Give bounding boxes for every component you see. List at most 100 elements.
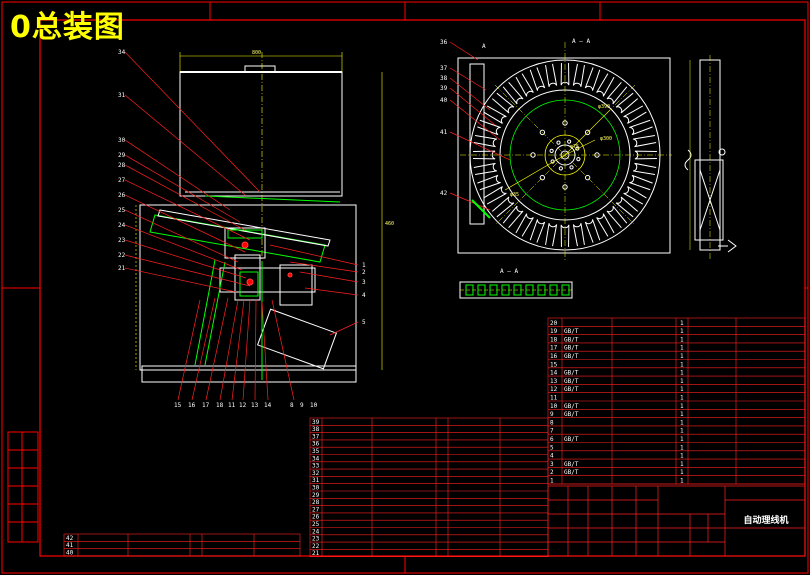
disk-slot — [606, 205, 628, 229]
callout-bottom-18: 18 — [216, 402, 224, 409]
left-stamp-column — [7, 431, 39, 543]
bom-main-row-qty: 1 — [680, 370, 684, 377]
bom-main-row-qty: 1 — [680, 436, 684, 443]
bom-main-row-no: 19 — [550, 328, 558, 335]
section-slot — [513, 284, 522, 296]
bom-main-row-no: 8 — [550, 419, 554, 426]
bom-main-row-no: 18 — [550, 336, 558, 343]
callout-bottom-8: 8 — [290, 402, 294, 409]
section-slot — [561, 284, 570, 296]
bom-bl-row-no: 41 — [66, 542, 74, 549]
dim-mid: φ300 — [600, 136, 612, 142]
callout-top-40: 40 — [440, 97, 448, 104]
callout-25: 25 — [118, 207, 126, 214]
bom-main-row-no: 13 — [550, 378, 558, 385]
bom-main-row-qty: 1 — [680, 419, 684, 426]
dim-outer: φ390 — [598, 104, 610, 110]
bom-lower-row-no: 26 — [312, 514, 320, 521]
bom-main-row-std: GB/T — [564, 386, 579, 393]
bom-main-row-no: 7 — [550, 428, 554, 435]
bom-main-row-std: GB/T — [564, 370, 579, 377]
bom-main-row-std: GB/T — [564, 353, 579, 360]
bom-lower-row-no: 29 — [312, 492, 320, 499]
bom-main-row-qty: 1 — [680, 453, 684, 460]
dim-hub: φ75 — [570, 144, 579, 150]
bom-main-row-std: GB/T — [564, 345, 579, 352]
disk-slot — [606, 81, 628, 105]
hub-hole — [576, 157, 581, 162]
bom-main-row-qty: 1 — [680, 395, 684, 402]
bom-main-row-no: 5 — [550, 444, 554, 451]
disk-slot — [584, 219, 601, 243]
dim-inner: φ35 — [510, 192, 519, 198]
bom-main-row-no: 4 — [550, 453, 554, 460]
bom-lower-row-no: 22 — [312, 543, 320, 550]
machine-body — [139, 204, 357, 371]
disk-slot — [596, 213, 615, 237]
side-view — [684, 55, 737, 260]
disk-slot — [615, 92, 639, 114]
bom-main-row-qty: 1 — [680, 328, 684, 335]
disk-slot — [615, 196, 639, 218]
callout-bottom-12: 12 — [239, 402, 247, 409]
callout-right-2: 2 — [362, 269, 366, 276]
callout-27: 27 — [118, 177, 126, 184]
bom-lower-row-no: 37 — [312, 433, 320, 440]
disk-slot — [633, 162, 657, 175]
callout-top-39: 39 — [440, 85, 448, 92]
callout-right-3: 3 — [362, 279, 366, 286]
bom-lower-row-no: 30 — [312, 485, 320, 492]
hub-hole — [575, 146, 580, 151]
bom-main-row-qty: 1 — [680, 403, 684, 410]
callout-bottom-15: 15 — [174, 402, 182, 409]
section-label-a: A — [482, 43, 486, 50]
hub-hole — [549, 148, 554, 153]
callout-bottom-11: 11 — [228, 402, 236, 409]
bom-lower-row-no: 35 — [312, 448, 320, 455]
disk-slot — [572, 63, 585, 87]
bom-lower-row-no: 28 — [312, 499, 320, 506]
disk-slot — [560, 63, 570, 86]
top-view-base — [457, 57, 671, 254]
disk-slot — [473, 162, 497, 175]
callout-29: 29 — [118, 152, 126, 159]
disk-slot — [529, 67, 546, 91]
bom-bl-row-no: 42 — [66, 535, 74, 542]
hub-hole — [556, 140, 561, 145]
bom-lower-row-no: 31 — [312, 477, 320, 484]
disk-slot — [473, 135, 497, 148]
disk-slot — [483, 105, 507, 124]
disk-slot — [491, 196, 515, 218]
bom-lower-row-no: 27 — [312, 506, 320, 513]
bom-lower-row-no: 25 — [312, 521, 320, 528]
bom-main-row-std: GB/T — [564, 328, 579, 335]
bom-main-row-qty: 1 — [680, 353, 684, 360]
bom-main-row-qty: 1 — [680, 361, 684, 368]
drawing-title: 0总装图 — [10, 10, 125, 45]
callout-24: 24 — [118, 222, 126, 229]
callout-bottom-17: 17 — [202, 402, 210, 409]
disk-slot — [477, 174, 501, 191]
bom-lower-row-no: 38 — [312, 426, 320, 433]
bom-main-row-std: GB/T — [564, 336, 579, 343]
disk-slot — [629, 119, 653, 136]
bom-main-row-no: 2 — [550, 469, 554, 476]
disk-slot — [502, 81, 524, 105]
callout-22: 22 — [118, 252, 126, 259]
bom-lower-row-no: 24 — [312, 528, 320, 535]
disk-slot — [529, 219, 546, 243]
bom-lower-row-no: 36 — [312, 441, 320, 448]
disk-slot — [584, 67, 601, 91]
bom-main-row-no: 9 — [550, 411, 554, 418]
callout-right-4: 4 — [362, 292, 366, 299]
section-slot — [537, 284, 546, 296]
bom-main-row-std: GB/T — [564, 411, 579, 418]
bom-lower-row-no: 23 — [312, 536, 320, 543]
hub-hole — [558, 166, 563, 171]
callout-31: 31 — [118, 92, 126, 99]
disk-slot — [633, 135, 657, 148]
callout-23: 23 — [118, 237, 126, 244]
